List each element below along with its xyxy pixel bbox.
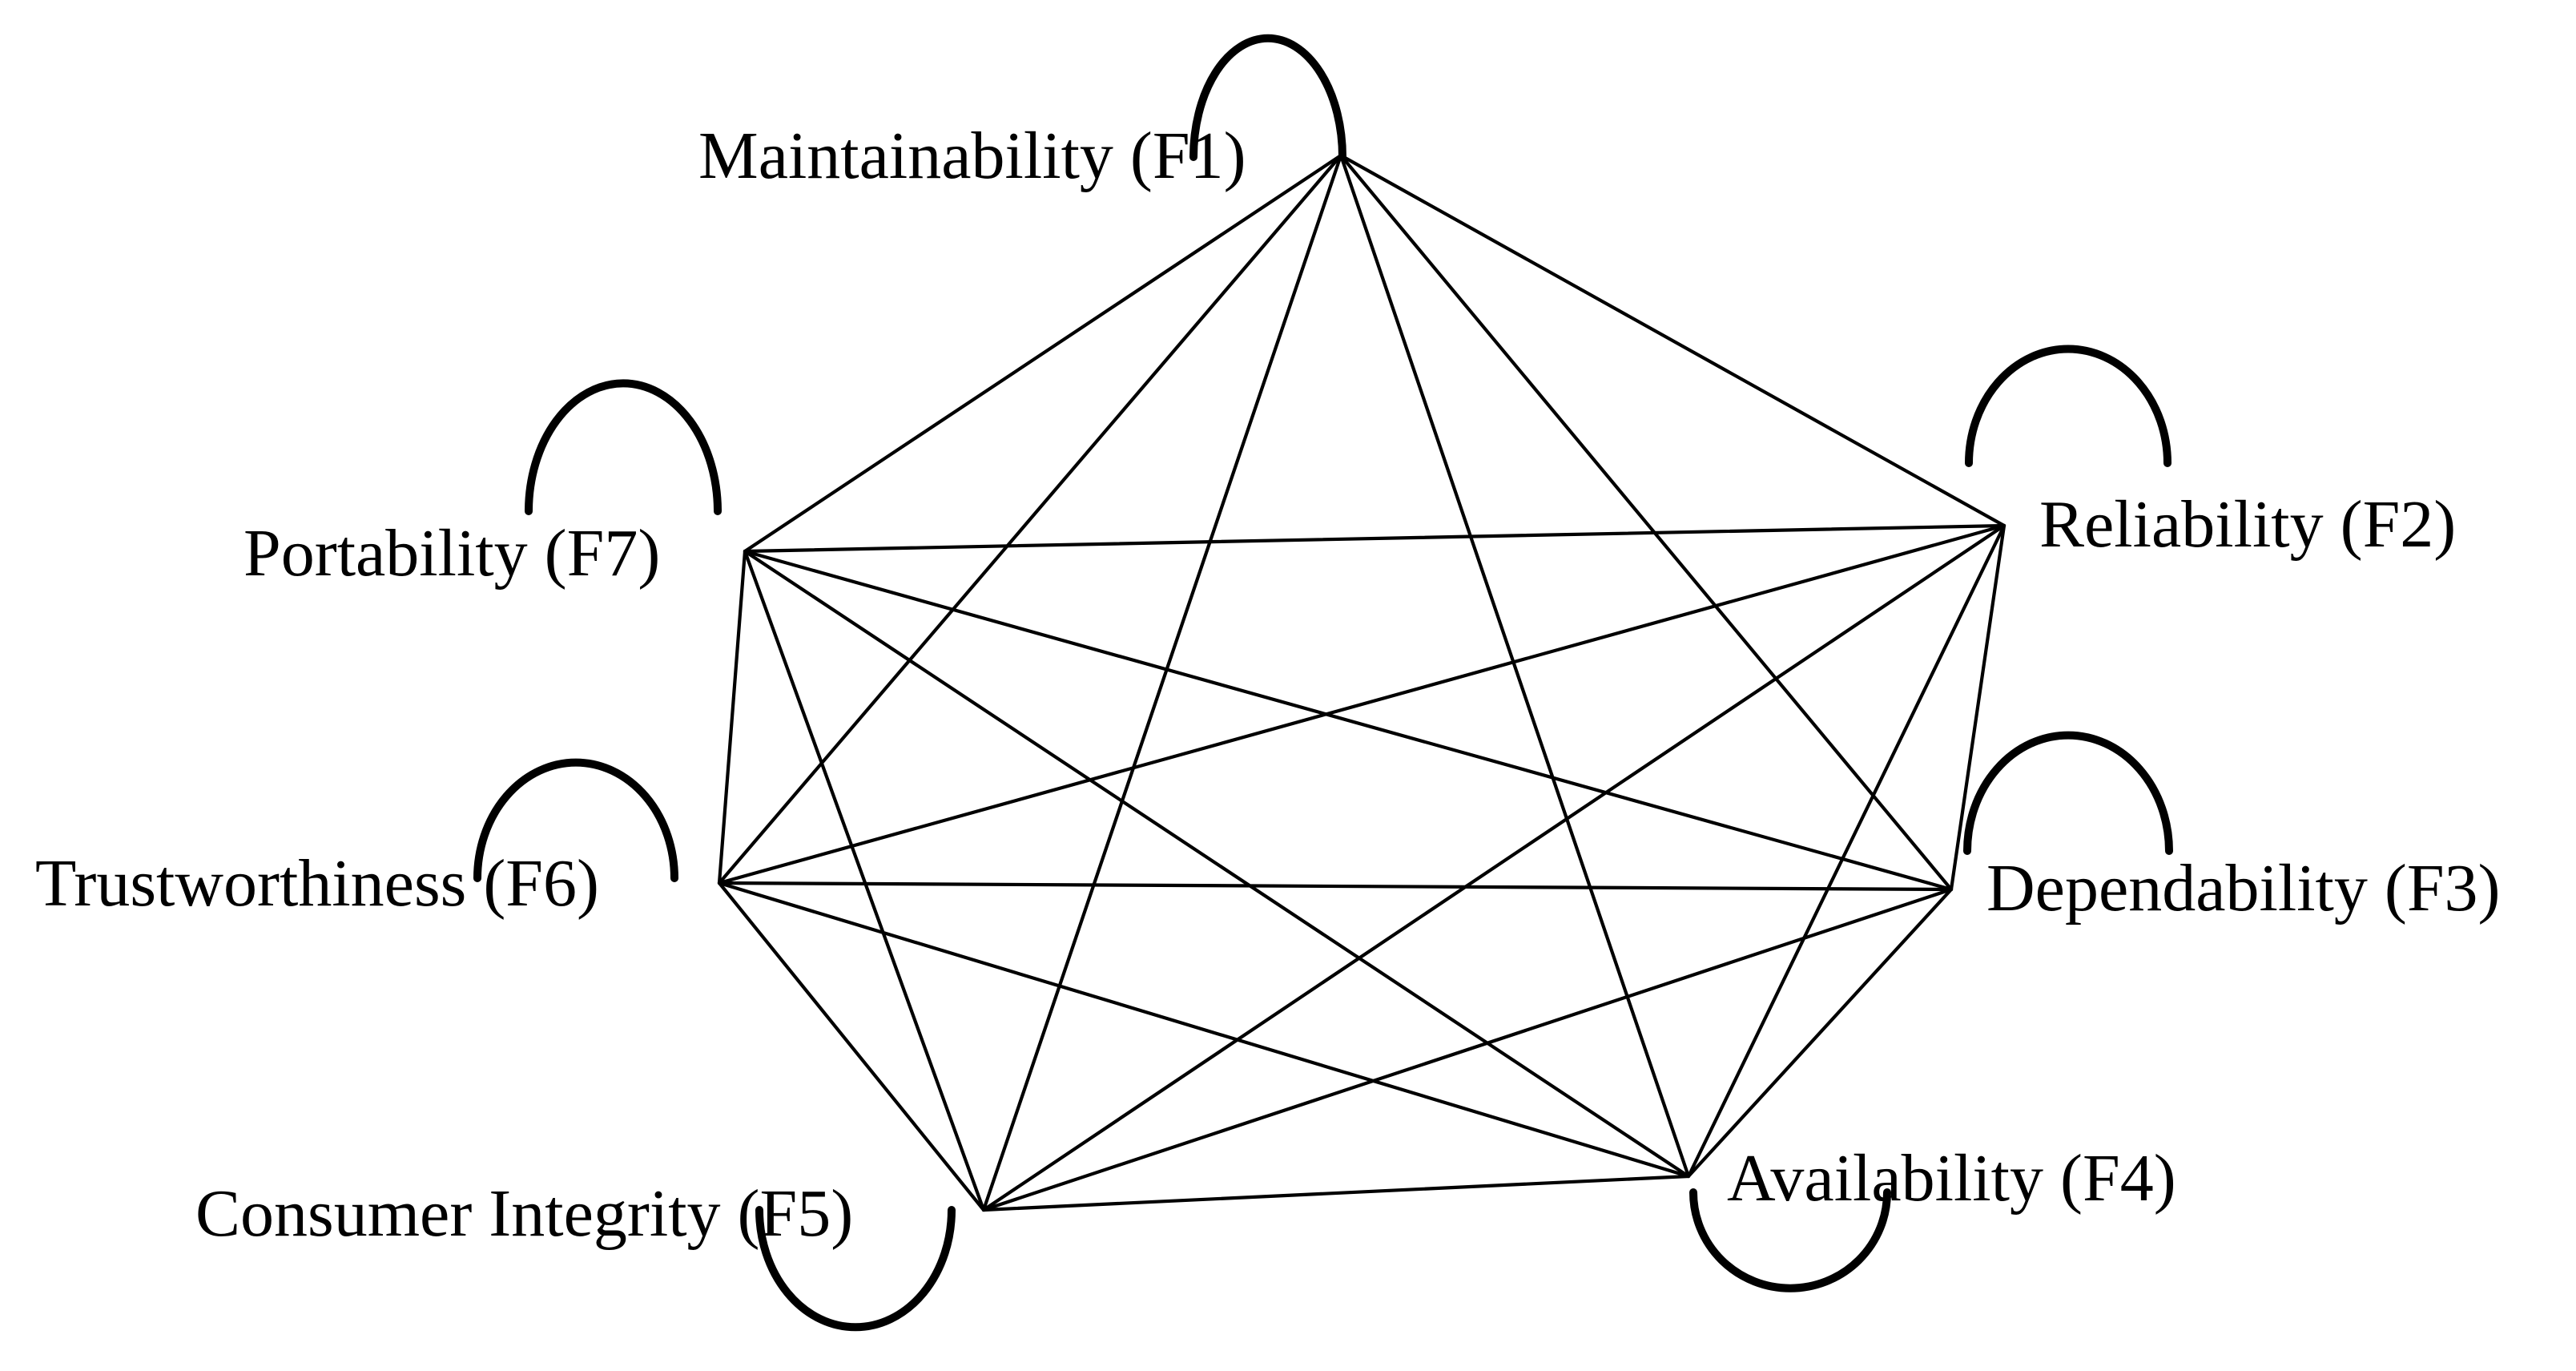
edge-f4-f5	[981, 1174, 1691, 1212]
edge-f2-f5	[981, 523, 2006, 1212]
node-label-f4: Availability (F4)	[1727, 1141, 2176, 1216]
self-loop-f7	[525, 379, 722, 515]
edge-f3-f6	[717, 881, 1954, 892]
edge-f3-f4	[1686, 887, 1954, 1179]
node-label-f7: Portability (F7)	[244, 516, 660, 591]
edge-f5-f6	[717, 881, 986, 1212]
edge-f5-f7	[743, 549, 986, 1212]
self-loop-f1	[1189, 34, 1346, 161]
edge-f2-f3	[1949, 523, 2006, 892]
edge-f6-f7	[717, 549, 747, 885]
self-loop-f3	[1963, 731, 2173, 855]
node-label-f5: Consumer Integrity (F5)	[195, 1176, 853, 1251]
edge-f3-f7	[743, 549, 1954, 892]
node-label-f1: Maintainability (F1)	[698, 119, 1246, 193]
edge-f1-f5	[981, 153, 1343, 1212]
edges-layer	[717, 153, 2006, 1212]
edge-f1-f2	[1338, 153, 2006, 528]
node-label-f2: Reliability (F2)	[2039, 487, 2456, 562]
node-label-f3: Dependability (F3)	[1986, 851, 2501, 925]
edge-f1-f3	[1338, 153, 1954, 892]
self-loop-f4	[1689, 1188, 1891, 1292]
edge-f2-f6	[717, 523, 2006, 885]
edge-f1-f4	[1338, 153, 1691, 1179]
edge-f1-f6	[717, 153, 1343, 885]
self-loops-layer	[473, 34, 2173, 1332]
edge-f1-f7	[743, 153, 1343, 554]
edge-f3-f5	[981, 887, 1954, 1212]
node-label-f6: Trustworthiness (F6)	[35, 846, 599, 921]
self-loop-f5	[755, 1206, 956, 1332]
edge-f2-f4	[1686, 523, 2006, 1179]
edge-f4-f7	[743, 549, 1691, 1179]
edge-f2-f7	[743, 523, 2006, 554]
self-loop-f2	[1965, 345, 2171, 467]
self-loop-f6	[473, 758, 678, 882]
edge-f4-f6	[717, 881, 1691, 1179]
